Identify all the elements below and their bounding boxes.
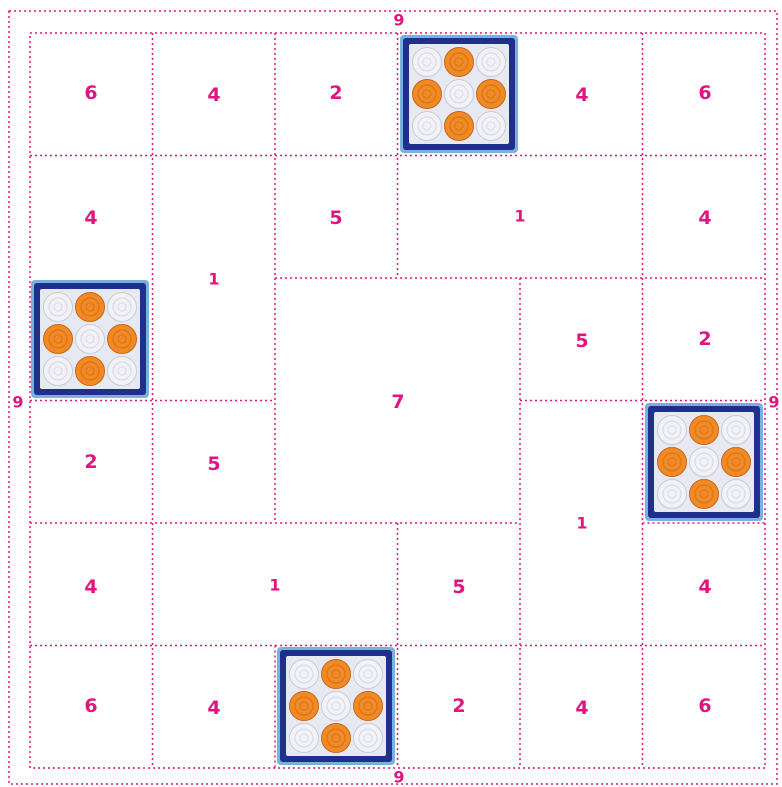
white-disc (690, 448, 719, 477)
cell-label: 4 (575, 697, 588, 719)
orange-disc (354, 692, 383, 721)
orange-disc (108, 325, 137, 354)
cell-label: 5 (575, 330, 588, 352)
cell-label: 4 (84, 576, 97, 598)
cell-label: 6 (84, 695, 97, 717)
white-disc (658, 416, 687, 445)
cell-label: 2 (84, 451, 97, 473)
granny-square-bottom (277, 647, 395, 765)
granny-square-top (400, 35, 518, 153)
granny-square-left (31, 280, 149, 398)
orange-disc (445, 112, 474, 141)
white-disc (722, 416, 751, 445)
cell-label: 5 (207, 453, 220, 475)
orange-disc (322, 660, 351, 689)
cell-label: 4 (698, 207, 711, 229)
cell-label: 1 (576, 514, 587, 533)
cell-label: 1 (269, 576, 280, 595)
white-disc (722, 480, 751, 509)
cell-label: 2 (452, 695, 465, 717)
cell-label: 1 (514, 207, 525, 226)
cell-label: 2 (329, 82, 342, 104)
white-disc (354, 724, 383, 753)
cell-label: 4 (207, 84, 220, 106)
cell-label: 4 (84, 207, 97, 229)
orange-disc (690, 480, 719, 509)
cell-label: 4 (698, 576, 711, 598)
dimension-label-right: 9 (768, 393, 779, 412)
cell-label: 4 (575, 84, 588, 106)
white-disc (108, 357, 137, 386)
cell-label: 5 (329, 207, 342, 229)
orange-disc (477, 80, 506, 109)
white-disc (76, 325, 105, 354)
white-disc (354, 660, 383, 689)
granny-square-right (645, 403, 763, 521)
orange-disc (44, 325, 73, 354)
orange-disc (658, 448, 687, 477)
white-disc (290, 660, 319, 689)
cell-label: 5 (452, 576, 465, 598)
white-disc (477, 48, 506, 77)
white-disc (108, 293, 137, 322)
white-disc (445, 80, 474, 109)
white-disc (322, 692, 351, 721)
orange-disc (290, 692, 319, 721)
orange-disc (76, 293, 105, 322)
orange-disc (722, 448, 751, 477)
orange-disc (413, 80, 442, 109)
orange-disc (322, 724, 351, 753)
cell-label: 7 (391, 391, 404, 413)
cell-label: 4 (207, 697, 220, 719)
orange-disc (690, 416, 719, 445)
white-disc (290, 724, 319, 753)
white-disc (413, 112, 442, 141)
orange-disc (445, 48, 474, 77)
dimension-label-bottom: 9 (393, 768, 404, 787)
dimension-label-top: 9 (393, 11, 404, 30)
dimension-label-left: 9 (12, 393, 23, 412)
white-disc (44, 293, 73, 322)
cell-label: 1 (208, 270, 219, 289)
white-disc (477, 112, 506, 141)
cell-label: 6 (698, 82, 711, 104)
orange-disc (76, 357, 105, 386)
white-disc (413, 48, 442, 77)
cell-label: 6 (698, 695, 711, 717)
white-disc (44, 357, 73, 386)
cell-label: 6 (84, 82, 97, 104)
white-disc (658, 480, 687, 509)
cell-label: 2 (698, 328, 711, 350)
